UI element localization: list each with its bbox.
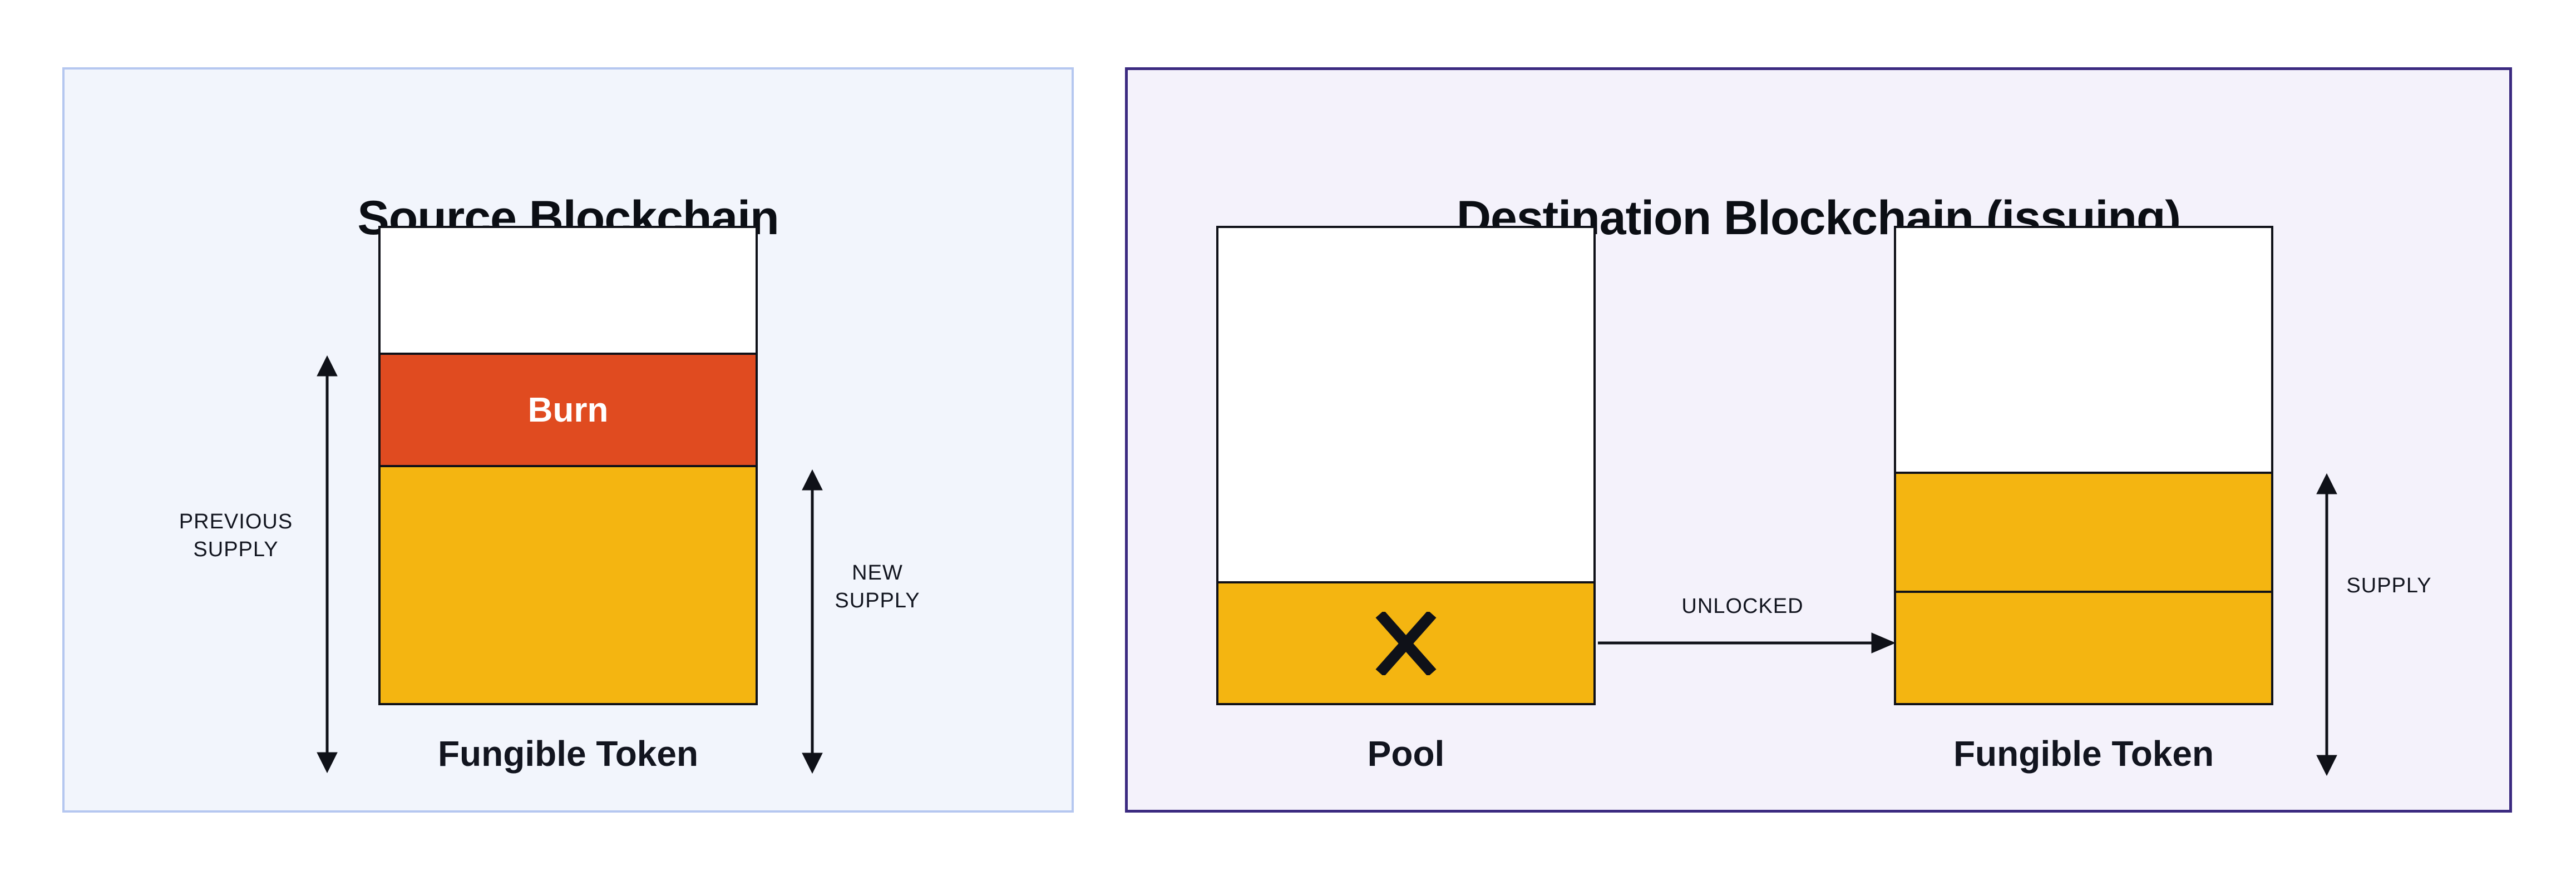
- x-mark-icon: [1375, 611, 1437, 675]
- unlocked-arrow-icon: [1598, 632, 1896, 654]
- new-supply-line1: NEW: [852, 561, 903, 585]
- supply-label: SUPPLY: [2346, 574, 2432, 597]
- new-supply-arrow-icon: [802, 469, 823, 774]
- destination-blockchain-panel: Destination Blockchain (issuing) UNLOCKE…: [1125, 67, 2512, 813]
- previous-supply-line1: PREVIOUS: [179, 510, 293, 533]
- destination-token-caption: Fungible Token: [1953, 734, 2214, 774]
- source-blockchain-panel: Source Blockchain Burn PREVIOUS SUPPLY N…: [62, 67, 1074, 813]
- new-supply-label: NEW SUPPLY: [794, 559, 961, 615]
- previous-supply-line2: SUPPLY: [193, 538, 279, 561]
- pool-locked-segment: [1218, 581, 1593, 703]
- destination-token-bar: [1894, 226, 2273, 705]
- new-supply-segment: [381, 467, 756, 703]
- pool-caption: Pool: [1367, 734, 1445, 774]
- supply-arrow-icon: [2316, 473, 2337, 776]
- issued-supply-segment: [1896, 472, 2271, 593]
- new-supply-line2: SUPPLY: [835, 589, 920, 612]
- burn-label: Burn: [527, 390, 609, 429]
- unlocked-label: UNLOCKED: [1681, 595, 1804, 618]
- previous-supply-label: PREVIOUS SUPPLY: [152, 508, 319, 563]
- pool-bar: [1216, 226, 1596, 705]
- source-bar-caption: Fungible Token: [437, 734, 699, 774]
- previous-supply-arrow-icon: [317, 355, 338, 774]
- source-token-bar: Burn: [378, 226, 758, 705]
- burn-segment: Burn: [381, 353, 756, 467]
- unlocked-supply-segment: [1896, 593, 2271, 703]
